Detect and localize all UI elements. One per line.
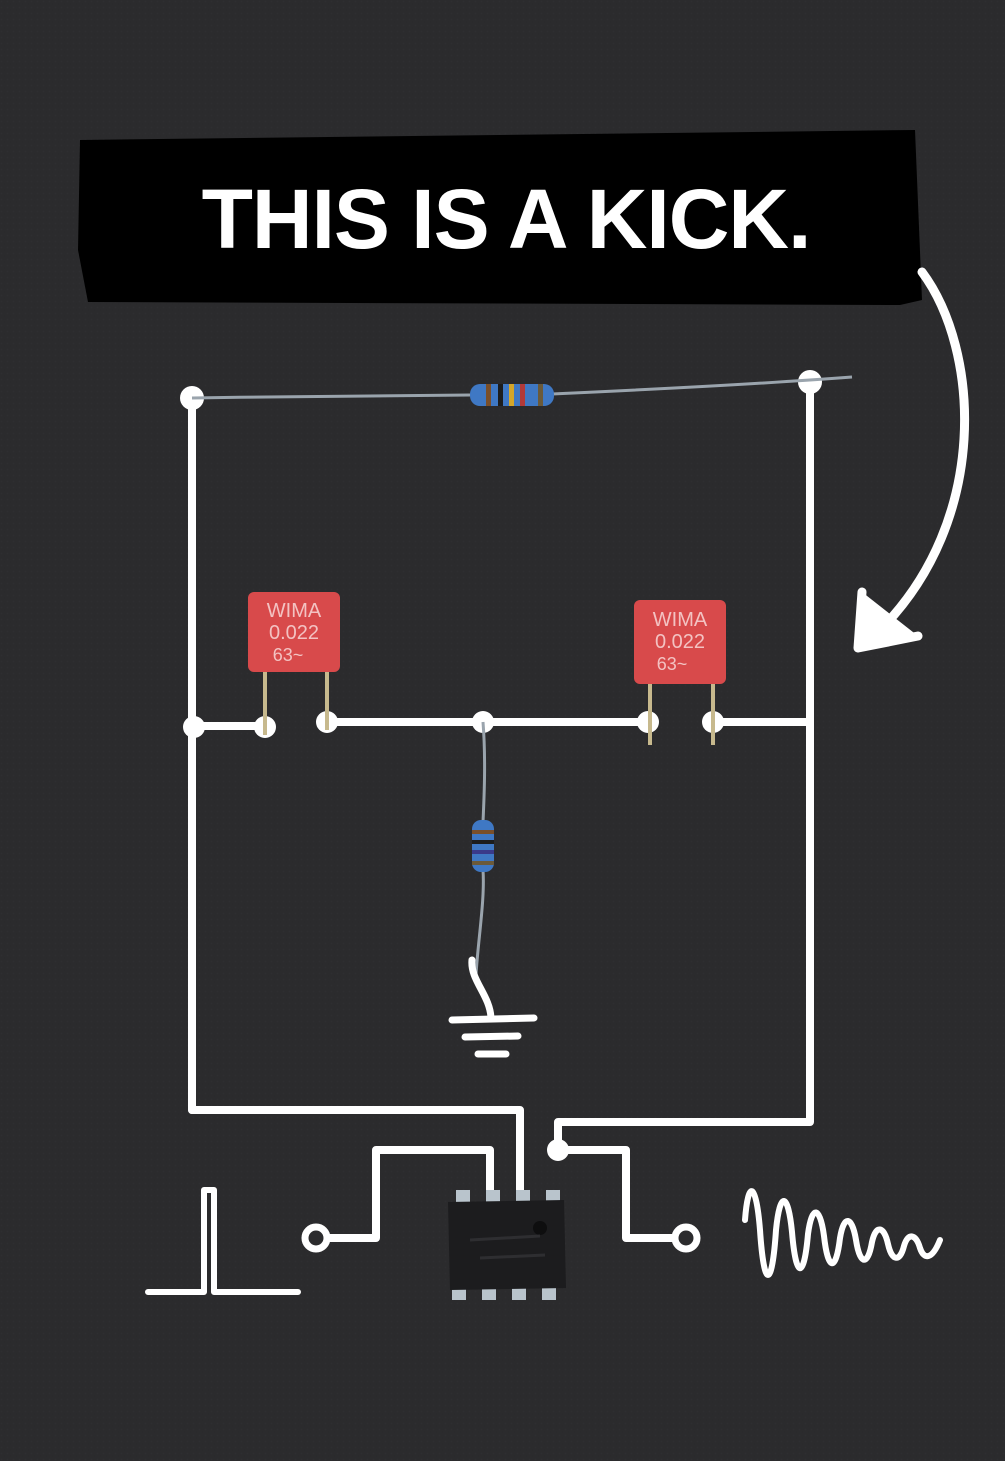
node-mid-left [183, 716, 205, 738]
capacitor-right-voltage: 63~ [657, 654, 688, 674]
capacitor-left-voltage: 63~ [273, 645, 304, 665]
capacitor-right: WIMA 0.022 63~ [634, 600, 726, 745]
capacitor-left: WIMA 0.022 63~ [248, 592, 340, 735]
ground-symbol-icon [448, 956, 538, 1058]
node-top-right [798, 370, 822, 394]
node-chip-out [547, 1139, 569, 1161]
top-resistor [191, 375, 853, 406]
op-amp-chip [448, 1190, 566, 1300]
output-terminal-icon [671, 1223, 701, 1253]
ground-resistor [472, 721, 494, 976]
capacitor-right-brand: WIMA [653, 609, 708, 631]
headline-text: THIS IS A KICK. [202, 172, 811, 266]
capacitor-right-value: 0.022 [655, 631, 705, 653]
headline-banner: THIS IS A KICK. [78, 130, 922, 305]
trigger-pulse-icon [145, 1187, 301, 1295]
curved-arrow-icon [853, 267, 969, 653]
capacitor-left-brand: WIMA [267, 600, 322, 622]
input-terminal-icon [301, 1223, 331, 1253]
capacitor-left-value: 0.022 [269, 622, 319, 644]
decaying-sine-wave-icon [742, 1188, 943, 1278]
